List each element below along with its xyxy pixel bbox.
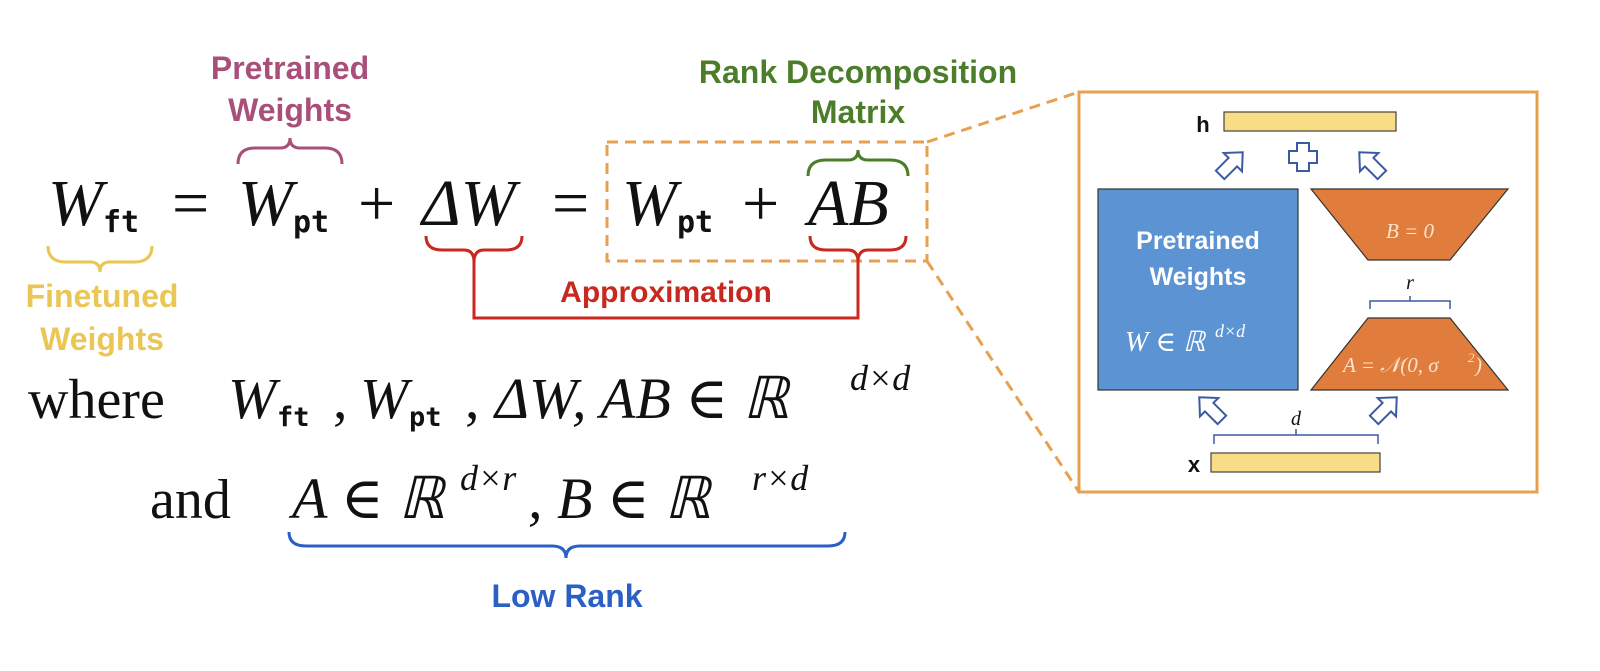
pretrained-brace bbox=[236, 137, 344, 165]
and-b-superscript: r×d bbox=[752, 458, 809, 498]
w-pt-symbol: W bbox=[238, 167, 298, 240]
where-ft-subscript: ft bbox=[277, 402, 310, 433]
a-formula: A = 𝒩(0, σ bbox=[1341, 353, 1440, 377]
r-bracket bbox=[1369, 296, 1451, 309]
ab-product: AB bbox=[804, 167, 889, 240]
and-word: and bbox=[150, 469, 231, 531]
a-close-paren: ) bbox=[1474, 353, 1482, 377]
b-formula: B = 0 bbox=[1386, 219, 1434, 243]
lora-highlight-box bbox=[605, 140, 929, 263]
plus-2: + bbox=[742, 167, 779, 240]
rank-decomposition-label: Rank Decomposition bbox=[699, 54, 1017, 90]
equals-2: = bbox=[552, 167, 589, 240]
pretrained-weights-label: Pretrained bbox=[211, 50, 369, 86]
delta-w: ΔW bbox=[419, 167, 521, 240]
w-pt-subscript-2: pt bbox=[677, 205, 713, 240]
arrow-up-left-icon bbox=[1214, 151, 1244, 181]
where-pt-subscript: pt bbox=[409, 402, 442, 433]
and-a-part: A ∈ ℝ bbox=[288, 466, 447, 531]
where-w-ft: W bbox=[228, 366, 281, 431]
where-comma-1: , bbox=[333, 366, 348, 431]
block-w-formula: W ∈ ℝ bbox=[1125, 327, 1207, 358]
and-b-part: , B ∈ ℝ bbox=[528, 466, 713, 531]
d-bracket bbox=[1213, 429, 1379, 444]
b-matrix-block bbox=[1309, 188, 1510, 261]
finetuned-brace bbox=[46, 245, 154, 273]
plus-sum-icon bbox=[1288, 142, 1318, 172]
h-output-bar bbox=[1223, 111, 1397, 132]
a-superscript: 2 bbox=[1468, 350, 1475, 365]
block-weights-label: Weights bbox=[1150, 263, 1247, 291]
low-rank-brace bbox=[287, 531, 847, 559]
main-equation: W ft = W pt + ΔW = W pt + AB bbox=[48, 167, 889, 240]
block-pretrained-label: Pretrained bbox=[1136, 227, 1260, 255]
zoom-line-bottom bbox=[925, 260, 1081, 493]
finetuned-weights-label-line2: Weights bbox=[40, 321, 164, 357]
w-ft-symbol: W bbox=[48, 167, 108, 240]
and-a-superscript: d×r bbox=[460, 458, 517, 498]
zoom-line-top bbox=[926, 90, 1080, 144]
r-dimension-label: r bbox=[1406, 272, 1414, 294]
where-word: where bbox=[28, 369, 165, 431]
w-ft-subscript: ft bbox=[103, 205, 139, 240]
finetuned-weights-label: Finetuned bbox=[26, 278, 179, 314]
block-w-superscript: d×d bbox=[1215, 321, 1246, 341]
equals-1: = bbox=[172, 167, 209, 240]
x-input-bar bbox=[1210, 452, 1381, 473]
arrow-in-right-icon bbox=[1368, 396, 1398, 426]
where-list-tail: ΔW, AB ∈ ℝ bbox=[493, 366, 792, 431]
plus-1: + bbox=[358, 167, 395, 240]
pretrained-weights-block bbox=[1097, 188, 1299, 391]
a-matrix-block bbox=[1309, 317, 1510, 391]
pretrained-weights-label-line2: Weights bbox=[228, 92, 352, 128]
low-rank-label: Low Rank bbox=[491, 578, 642, 614]
w-pt-symbol-2: W bbox=[622, 167, 682, 240]
where-superscript: d×d bbox=[850, 358, 911, 398]
arrow-up-right-icon bbox=[1358, 151, 1388, 181]
where-comma-2: , bbox=[465, 366, 480, 431]
approximation-label: Approximation bbox=[560, 276, 772, 309]
rank-brace bbox=[806, 149, 910, 177]
approximation-connector bbox=[472, 262, 860, 320]
x-label: x bbox=[1188, 452, 1201, 477]
arrow-in-left-icon bbox=[1198, 396, 1228, 426]
h-label: h bbox=[1196, 112, 1209, 137]
where-w-pt: W bbox=[360, 366, 413, 431]
w-pt-subscript: pt bbox=[293, 205, 329, 240]
d-dimension-label: d bbox=[1291, 408, 1302, 430]
rank-decomposition-label-line2: Matrix bbox=[811, 94, 905, 130]
